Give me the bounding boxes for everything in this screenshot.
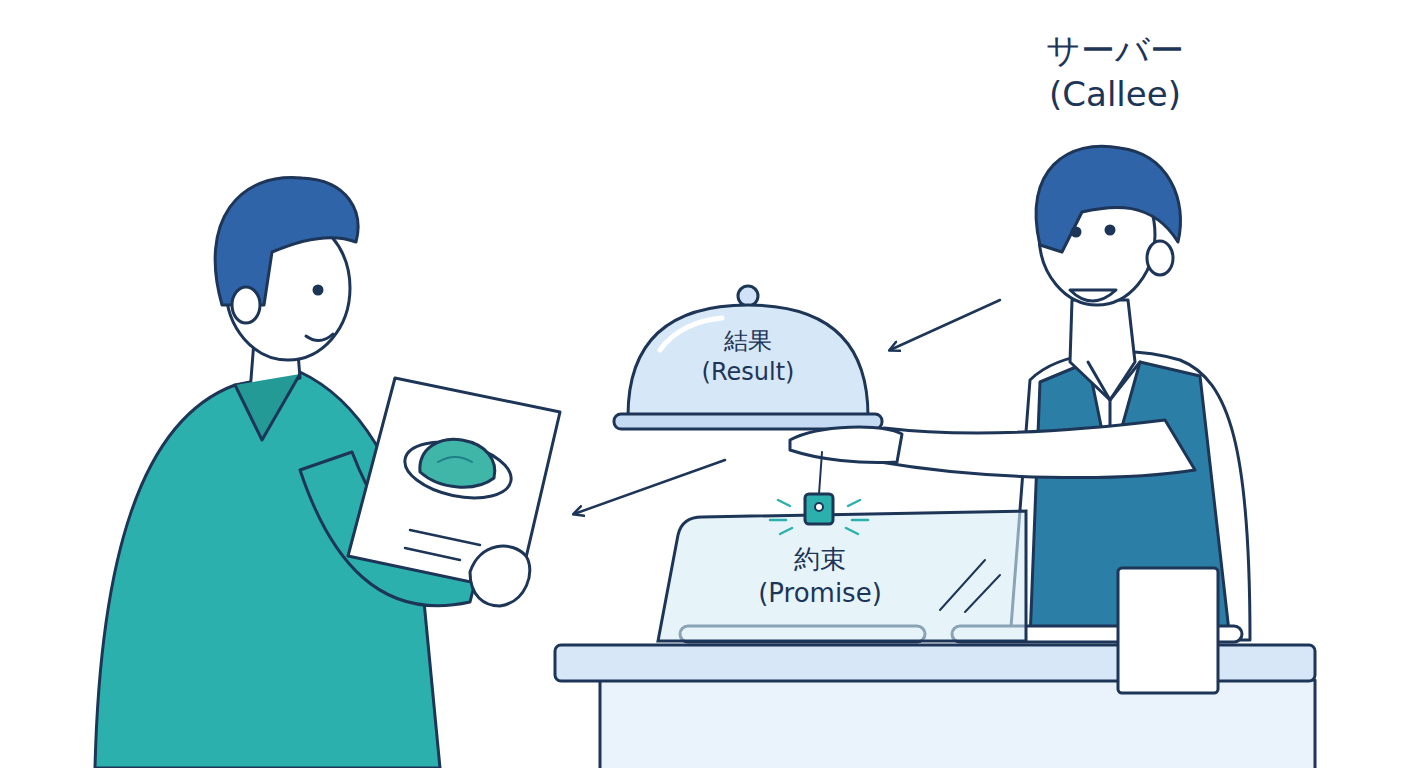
result-cloche: 結果 (Result) [612,280,884,435]
promise-glass: 約束 (Promise) [650,505,1030,645]
server-node: サーバー (Callee) [1000,28,1230,328]
connector-arrow [890,300,1000,350]
glass-shape [650,505,1030,645]
node-label: 結果 (Result) [688,326,808,388]
node-label: 約束 (Promise) [750,543,890,611]
cloche-shape [612,280,884,435]
server-hand [790,427,902,462]
glass-shape [1000,28,1230,328]
customer-figure [95,177,560,768]
napkin-holder [1118,568,1218,693]
tag-string [819,452,822,494]
delivery-arrow [574,460,725,514]
node-label: サーバー (Callee) [1028,28,1203,116]
counter [555,626,1315,768]
